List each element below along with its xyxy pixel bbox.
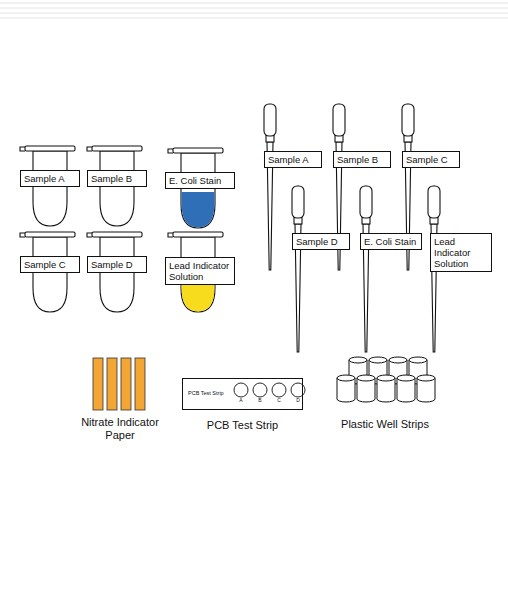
pipette-label: E. Coli Stain	[360, 233, 422, 250]
label-text: E. Coli Stain	[169, 175, 231, 186]
well-strips	[337, 357, 435, 402]
yellow-liquid	[182, 284, 215, 311]
tube-label: Sample B	[87, 170, 147, 187]
pipette-label: Lead Indicator Solution	[430, 233, 492, 272]
tube-label: Lead Indicator Solution	[165, 257, 235, 285]
well-letter: A	[236, 397, 246, 404]
well-letter: B	[255, 397, 265, 404]
label-text: Lead Indicator Solution	[434, 236, 488, 269]
pipette	[292, 186, 304, 352]
pipette-label: Sample B	[333, 151, 391, 168]
label-text: Lead Indicator Solution	[169, 260, 231, 282]
pipette	[360, 186, 372, 352]
tube-label: Sample C	[20, 256, 80, 273]
tube-label: E. Coli Stain	[165, 172, 235, 189]
pipette-label: Sample D	[292, 233, 350, 250]
blue-liquid	[182, 192, 215, 227]
tube-label: Sample D	[87, 256, 147, 273]
label-text: Sample B	[91, 173, 143, 184]
caption-text: PCB Test Strip	[163, 419, 322, 432]
label-text: Sample C	[24, 259, 76, 270]
pcb-strip-body	[182, 378, 305, 410]
label-text: Sample A	[24, 173, 76, 184]
nitrate-strips	[93, 358, 145, 410]
tube-label: Sample A	[20, 170, 80, 187]
pipette-label: Sample A	[264, 151, 322, 168]
label-text: Sample B	[337, 154, 387, 165]
label-text: E. Coli Stain	[364, 236, 418, 247]
label-text: PCB Test Strip	[188, 390, 224, 397]
well-letter: C	[274, 397, 284, 404]
label-text: Sample D	[91, 259, 143, 270]
pipette-label: Sample C	[402, 151, 460, 168]
item-caption: Plastic Well Strips	[322, 418, 448, 431]
pipette	[264, 104, 276, 270]
item-caption: Nitrate Indicator Paper	[72, 416, 168, 442]
label-text: Sample C	[406, 154, 456, 165]
well-letter: D	[293, 397, 303, 404]
pcb-test-strip: PCB Test StripPCB Test Strip	[182, 378, 303, 410]
header-rules	[0, 3, 508, 18]
test-wells	[234, 383, 305, 397]
label-text: Sample D	[296, 236, 346, 247]
label-text: Sample A	[268, 154, 318, 165]
